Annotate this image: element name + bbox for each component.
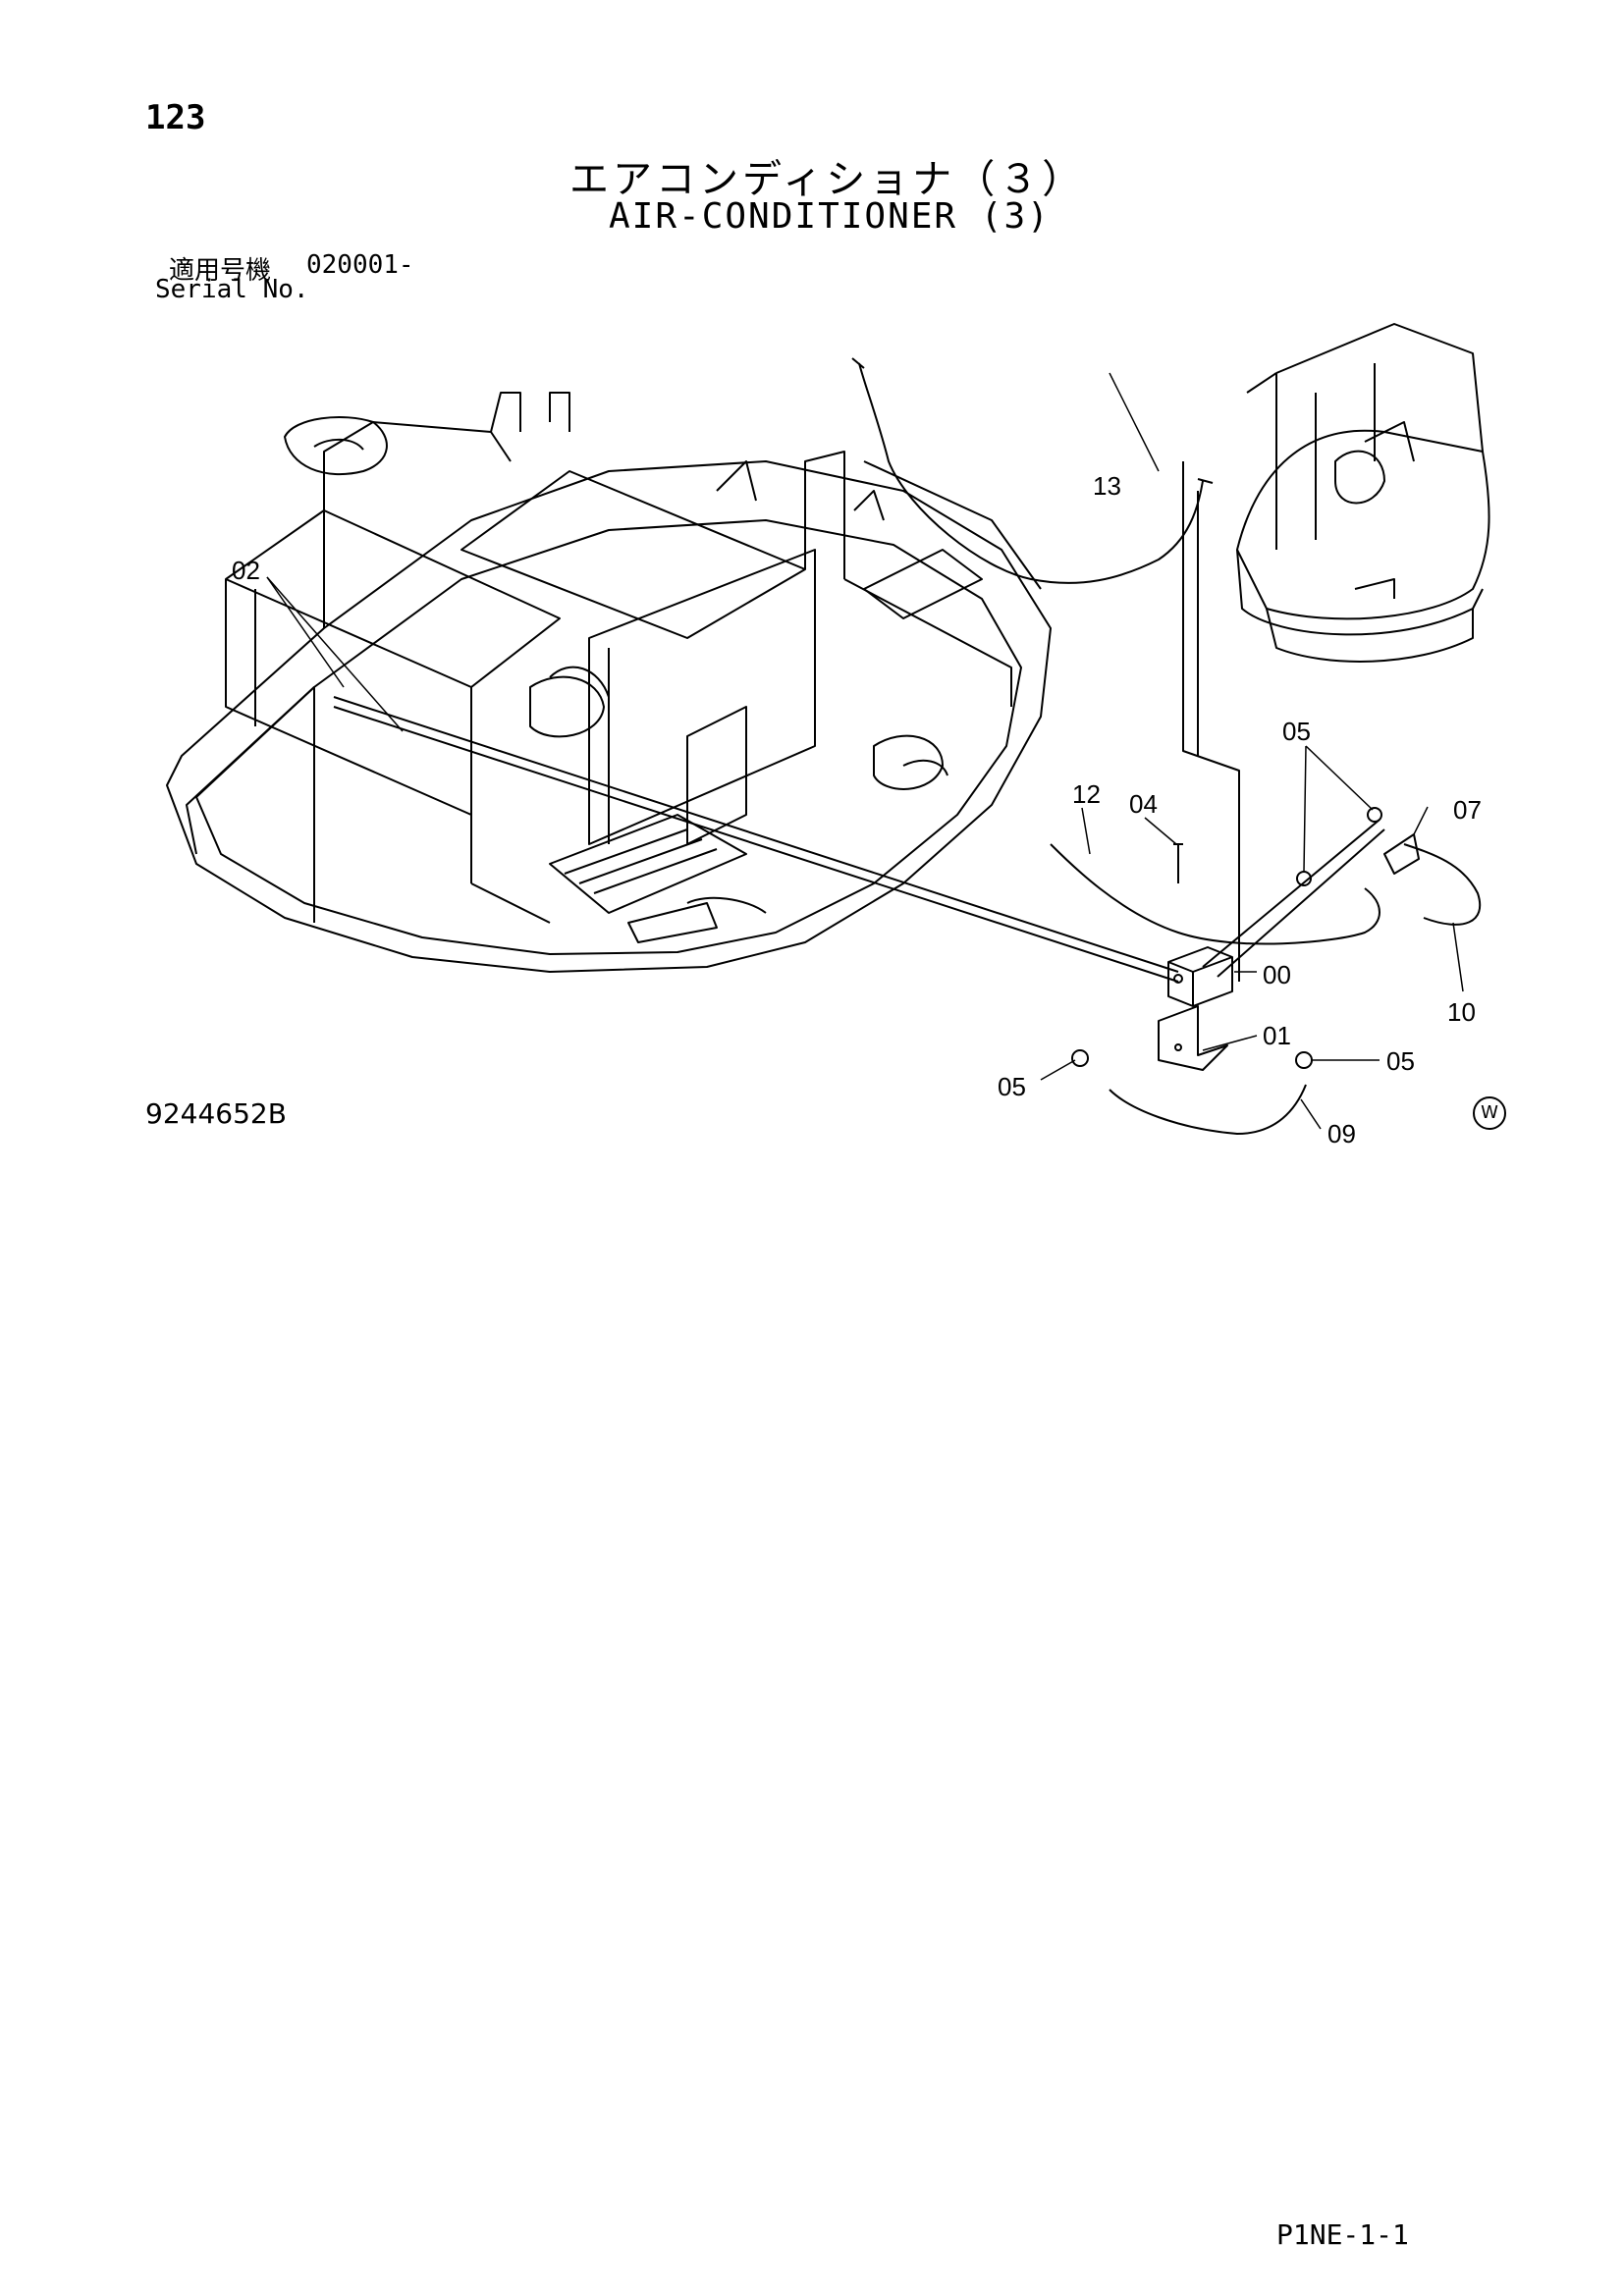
callout-00: 00	[1263, 960, 1291, 989]
drawing-number: 9244652B	[145, 1097, 287, 1130]
fitting-line	[1202, 819, 1385, 978]
long-pipe	[333, 696, 1179, 983]
callout-10: 10	[1447, 997, 1476, 1027]
hose-13	[858, 362, 1204, 584]
title-english: AIR-CONDITIONER (3)	[609, 196, 1051, 237]
callout-04: 04	[1129, 789, 1158, 819]
callout-02: 02	[232, 556, 260, 585]
exploded-parts-diagram	[166, 323, 1490, 1135]
cab-illustration	[1236, 323, 1490, 663]
callout-13: 13	[1093, 471, 1121, 501]
callout-05-right: 05	[1386, 1046, 1415, 1076]
part-01-bracket	[1158, 1005, 1228, 1071]
leader-lines	[266, 372, 1464, 1130]
part-00-block	[1167, 946, 1233, 1007]
serial-label-english: Serial No.	[155, 275, 309, 304]
w-mark: W	[1473, 1096, 1506, 1130]
title-japanese: エアコンディショナ（３）	[569, 157, 1086, 202]
part-07-fitting	[1383, 833, 1420, 875]
callout-12: 12	[1072, 779, 1101, 809]
part-05-fitting	[1367, 807, 1382, 823]
callout-07: 07	[1453, 795, 1482, 825]
callout-09: 09	[1327, 1119, 1356, 1148]
serial-label-japanese: 適用号機	[169, 256, 272, 286]
part-04-bolt	[1173, 843, 1183, 883]
hose-10	[1403, 843, 1482, 926]
page-number: 123	[145, 98, 206, 137]
sheet-code: P1NE-1-1	[1276, 2218, 1409, 2251]
part-05-fitting	[1295, 1051, 1313, 1069]
part-05-fitting	[1071, 1049, 1089, 1067]
guide-line	[1182, 461, 1240, 982]
callout-05-left: 05	[998, 1072, 1026, 1101]
serial-value: 020001-	[306, 250, 414, 280]
callout-05-top: 05	[1282, 717, 1311, 746]
hose-12	[1050, 843, 1380, 945]
callout-01: 01	[1263, 1021, 1291, 1050]
hose-13-end	[851, 357, 1214, 484]
upper-frame	[166, 392, 1052, 973]
hose-09	[1109, 1084, 1307, 1135]
